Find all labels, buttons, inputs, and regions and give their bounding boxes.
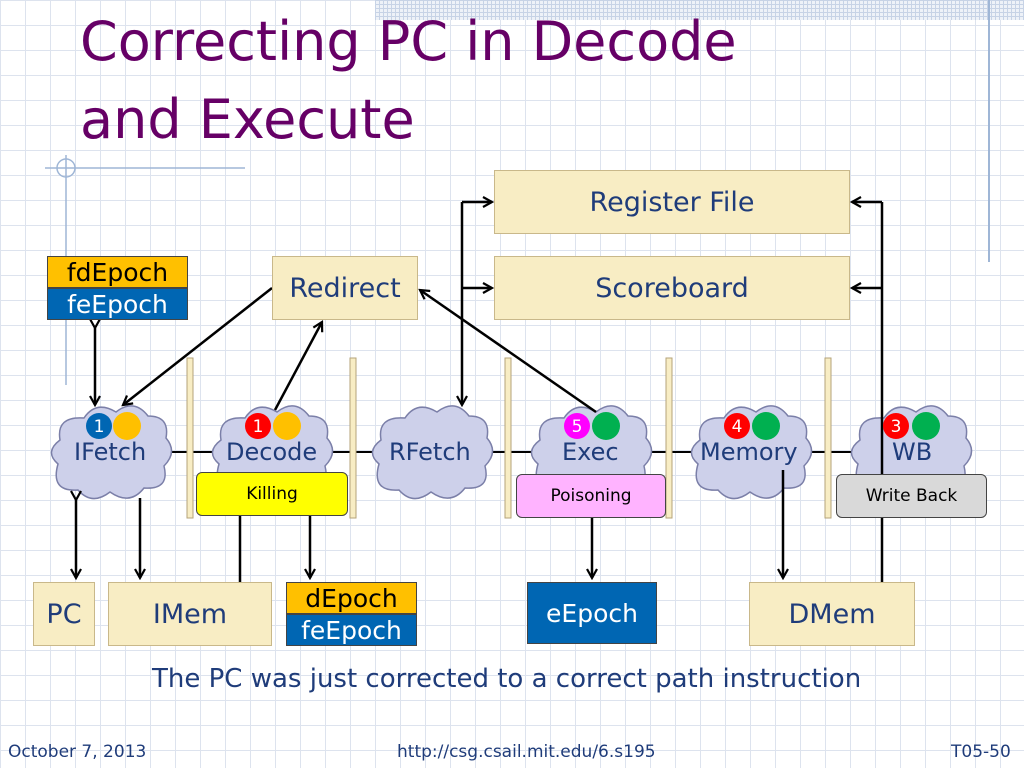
feepoch-label-decode: feEpoch: [301, 615, 402, 645]
cloud-memory: [690, 405, 813, 500]
stage-label-rfetch: RFetch: [389, 438, 471, 466]
feepoch-register-fetch: feEpoch: [47, 288, 188, 320]
redirect-box: Redirect: [272, 256, 418, 320]
badge-number-memory: 4: [732, 417, 743, 437]
badge-circle-decode: [245, 413, 271, 439]
poisoning-label: Poisoning: [550, 486, 632, 506]
fdepoch-register: fdEpoch: [47, 256, 188, 288]
stage-label-ifetch: IFetch: [74, 438, 147, 466]
badge-decode: 1: [245, 412, 301, 440]
status-dot-decode: [273, 412, 301, 440]
poisoning-note: Poisoning: [516, 474, 666, 518]
status-dot-wb: [912, 412, 940, 440]
eepoch-label: eEpoch: [546, 598, 638, 628]
stage-label-exec: Exec: [562, 438, 619, 466]
pc-label: PC: [46, 598, 82, 630]
badge-number-wb: 3: [891, 417, 902, 437]
write-back-label: Write Back: [865, 486, 958, 506]
depoch-label: dEpoch: [305, 583, 398, 613]
arrow-decode-redirect: [273, 322, 322, 411]
stage-badges: 1 1 5 4 3: [86, 412, 940, 440]
stage-label-wb: WB: [892, 438, 933, 466]
badge-circle-wb: [883, 413, 909, 439]
footer-url[interactable]: http://csg.csail.mit.edu/6.s195: [397, 742, 656, 762]
pc-box: PC: [33, 582, 95, 646]
fifo-1: [186, 357, 194, 519]
eepoch-register: eEpoch: [527, 582, 657, 644]
cloud-rfetch: [371, 405, 494, 500]
arrow-redirect-ifetch: [123, 287, 273, 405]
slide-title-line-1: Correcting PC in Decode: [80, 10, 737, 73]
scoreboard-box: Scoreboard: [494, 256, 850, 320]
stage-label-memory: Memory: [700, 438, 798, 466]
stage-label-decode: Decode: [226, 438, 318, 466]
caption: The PC was just corrected to a correct p…: [152, 664, 862, 694]
decorative-line: [988, 0, 990, 262]
fifo-3: [504, 357, 512, 519]
redirect-label: Redirect: [289, 272, 401, 304]
badge-number-ifetch: 1: [94, 417, 105, 437]
feepoch-label-fetch: feEpoch: [67, 289, 168, 319]
status-dot-ifetch: [113, 412, 141, 440]
badge-exec: 5: [564, 412, 620, 440]
badge-number-exec: 5: [572, 417, 583, 437]
register-file-box: Register File: [494, 170, 850, 234]
dmem-box: DMem: [749, 582, 915, 646]
depoch-register: dEpoch: [286, 582, 417, 614]
badge-circle-ifetch: [86, 413, 112, 439]
pipeline-fifos: [186, 357, 832, 519]
badge-wb: 3: [883, 412, 940, 440]
connections: [76, 202, 884, 582]
write-back-note: Write Back: [836, 474, 987, 518]
fdepoch-label: fdEpoch: [66, 257, 169, 287]
badge-memory: 4: [724, 412, 780, 440]
register-file-label: Register File: [589, 186, 755, 218]
badge-number-decode: 1: [253, 417, 264, 437]
badge-circle-memory: [724, 413, 750, 439]
scoreboard-label: Scoreboard: [595, 272, 749, 304]
badge-ifetch: 1: [86, 412, 141, 440]
badge-circle-exec: [564, 413, 590, 439]
footer-date: October 7, 2013: [8, 742, 147, 762]
fifo-4: [665, 357, 673, 519]
imem-box: IMem: [108, 582, 272, 646]
status-dot-exec: [592, 412, 620, 440]
footer-slide-number: T05-50: [951, 742, 1011, 762]
imem-label: IMem: [152, 598, 228, 630]
fifo-2: [349, 357, 357, 519]
killing-note: Killing: [196, 472, 348, 516]
slide-title-line-2: and Execute: [80, 88, 415, 151]
feepoch-register-decode: feEpoch: [286, 614, 417, 646]
status-dot-memory: [752, 412, 780, 440]
killing-label: Killing: [246, 484, 298, 504]
cloud-ifetch: [50, 405, 173, 500]
arrow-exec-redirect: [420, 290, 597, 414]
decorative-stripe: [375, 0, 1024, 20]
fifo-5: [824, 357, 832, 519]
dmem-label: DMem: [788, 598, 876, 630]
